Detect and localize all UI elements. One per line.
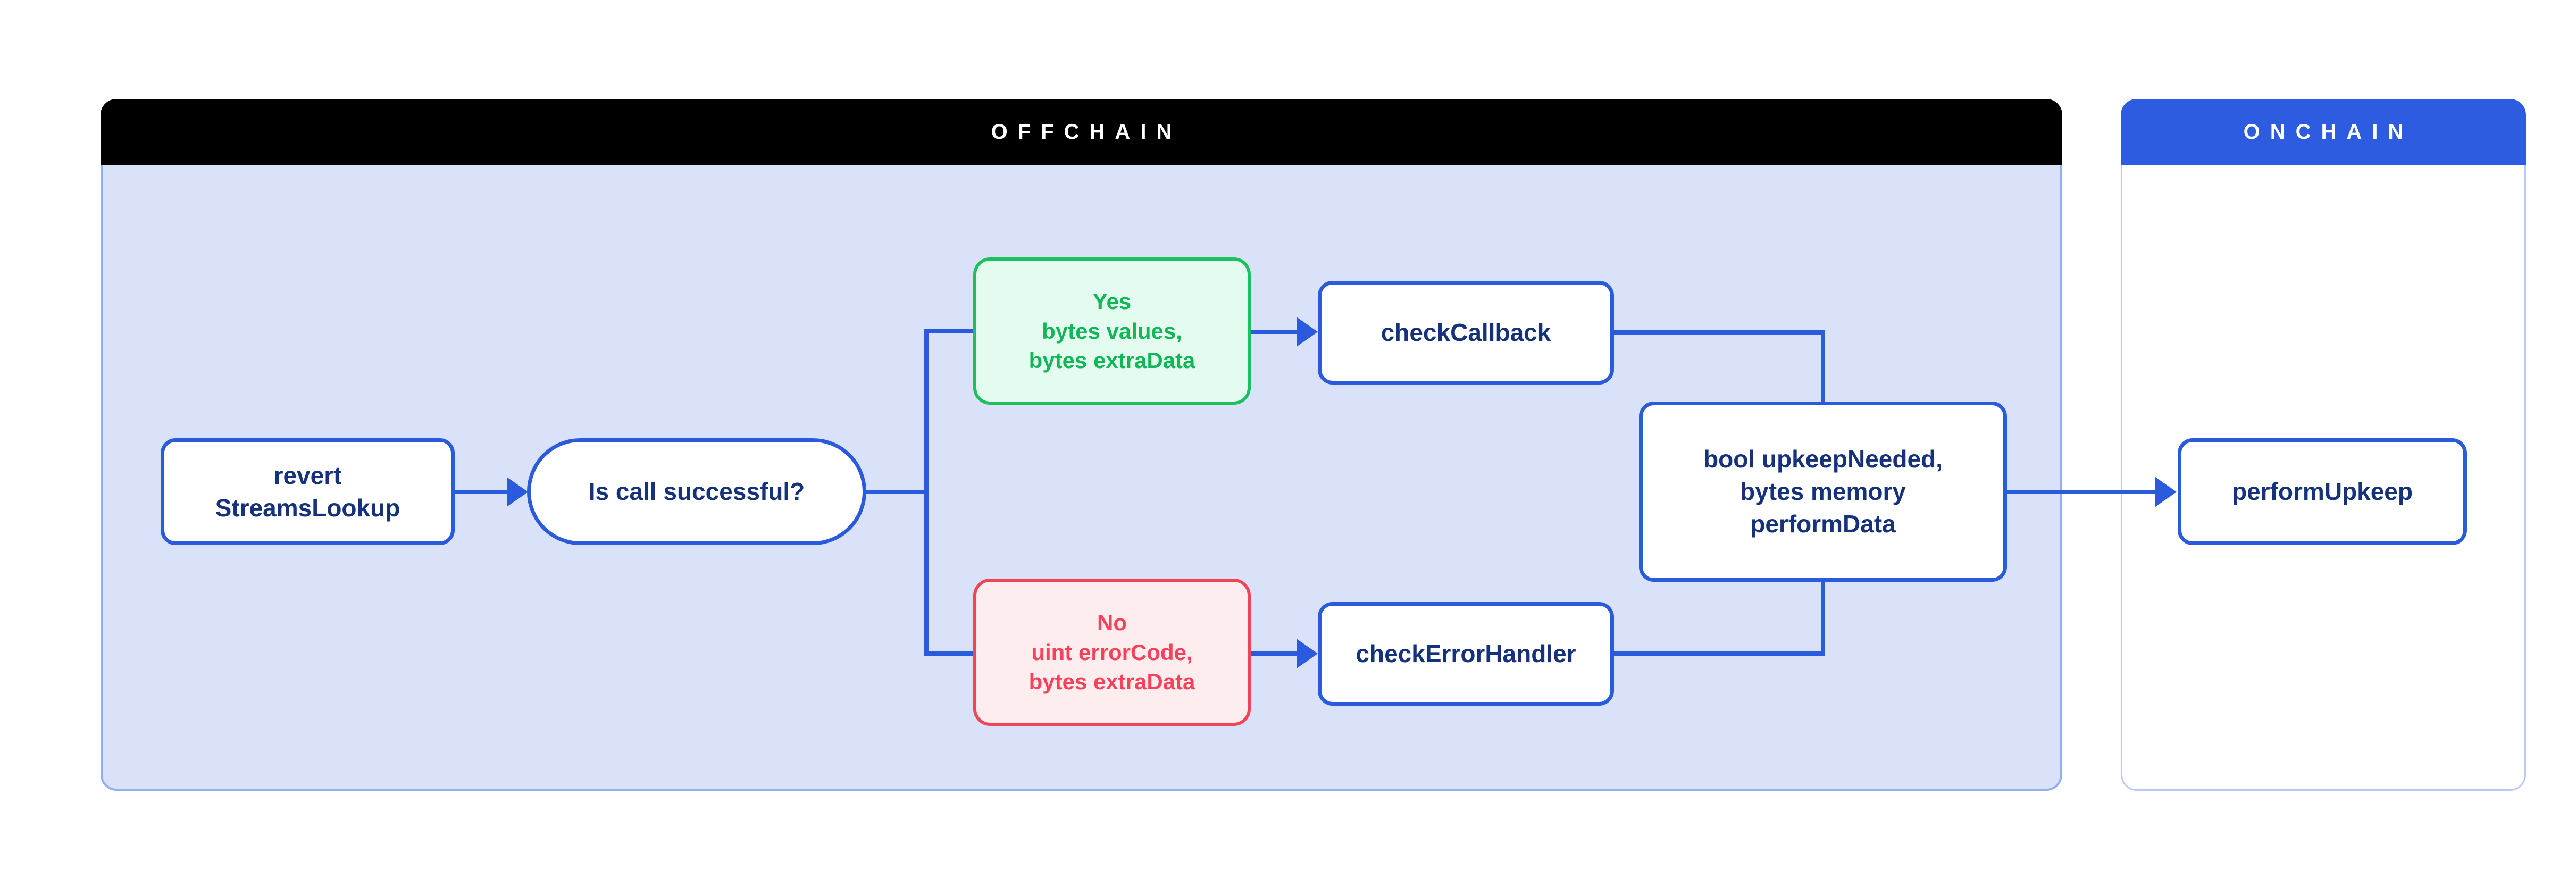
node-performupkeep: performUpkeep [2178, 438, 2467, 545]
connector-checkerrorhandler-up [1821, 580, 1825, 656]
node-is-call-successful: Is call successful? [527, 438, 866, 545]
node-yes-branch: Yes bytes values, bytes extraData [973, 257, 1251, 405]
node-text-line: checkErrorHandler [1356, 640, 1576, 668]
connector-checkcallback-down [1821, 330, 1825, 405]
node-checkerrorhandler: checkErrorHandler [1318, 602, 1614, 706]
connector-branch-vertical [924, 329, 929, 656]
node-text-line: revert [273, 461, 342, 489]
node-text-line: bytes extraData [1028, 669, 1195, 695]
connector-revert-to-question [455, 490, 510, 494]
connector-question-to-branch [866, 490, 929, 494]
node-text-line: uint errorCode, [1031, 639, 1193, 665]
arrowhead-right-icon [1297, 639, 1318, 668]
node-text-line: bytes extraData [1028, 348, 1195, 373]
node-no-branch: No uint errorCode, bytes extraData [973, 579, 1251, 726]
node-revert-streamslookup: revert StreamsLookup [161, 438, 455, 545]
connector-no-to-checkerrorhandler [1251, 651, 1298, 656]
offchain-label: OFFCHAIN [991, 120, 1182, 144]
node-upkeepneeded-performdata: bool upkeepNeeded, bytes memory performD… [1639, 402, 2007, 582]
arrowhead-right-icon [2155, 477, 2177, 507]
offchain-header: OFFCHAIN [101, 99, 2062, 165]
node-text-line: bytes memory [1740, 478, 1906, 506]
node-text-line: performUpkeep [2232, 478, 2413, 506]
connector-checkcallback-horizontal [1614, 330, 1825, 335]
node-text-line: No [1097, 610, 1127, 636]
connector-checkerrorhandler-horizontal [1614, 651, 1825, 656]
node-text-line: StreamsLookup [215, 494, 400, 522]
arrowhead-right-icon [507, 477, 528, 507]
node-text-line: Is call successful? [588, 478, 805, 506]
node-text-line: bytes values, [1042, 318, 1182, 344]
connector-result-to-performupkeep [2007, 490, 2157, 494]
onchain-label: ONCHAIN [2243, 120, 2414, 144]
connector-yes-to-checkcallback [1251, 330, 1298, 334]
connector-branch-to-no [926, 651, 975, 656]
node-checkcallback: checkCallback [1318, 281, 1614, 385]
arrowhead-right-icon [1297, 317, 1318, 347]
node-text-line: Yes [1092, 289, 1132, 314]
node-text-line: checkCallback [1381, 319, 1551, 347]
node-text-line: performData [1750, 509, 1896, 538]
connector-branch-to-yes [926, 329, 975, 333]
onchain-header: ONCHAIN [2121, 99, 2526, 165]
node-text-line: bool upkeepNeeded, [1703, 445, 1943, 473]
